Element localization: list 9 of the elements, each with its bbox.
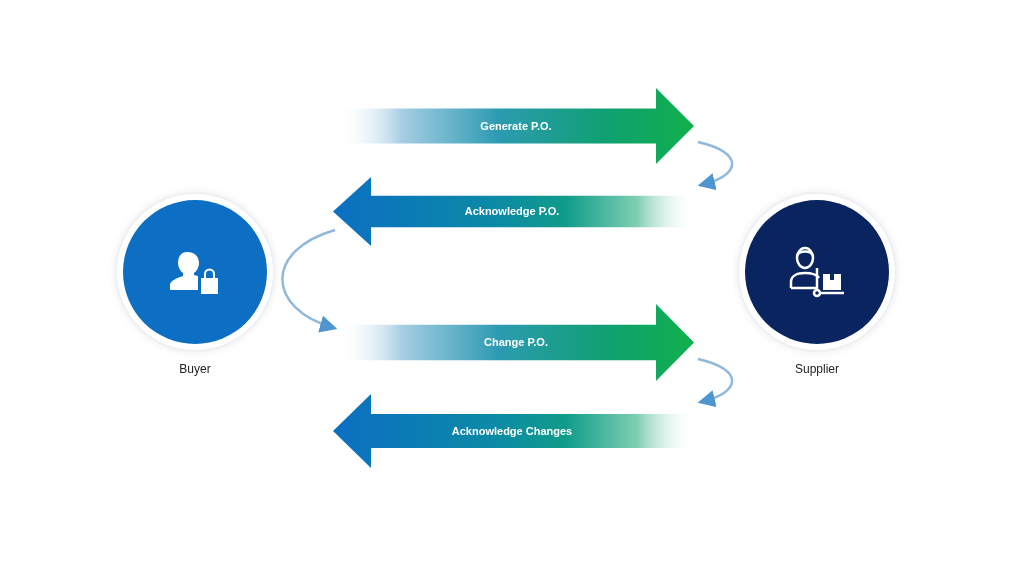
actor-label: Buyer [179, 361, 211, 378]
step-label: Change P.O. [484, 335, 548, 351]
step-label: Acknowledge P.O. [464, 204, 560, 220]
step-label: Generate P.O. [480, 118, 552, 134]
curved-arrow [697, 357, 734, 407]
actor-label: Supplier [795, 361, 839, 378]
curved-arrow [281, 228, 338, 332]
curved-arrow [697, 140, 734, 190]
step-label: Acknowledge Changes [451, 423, 573, 439]
